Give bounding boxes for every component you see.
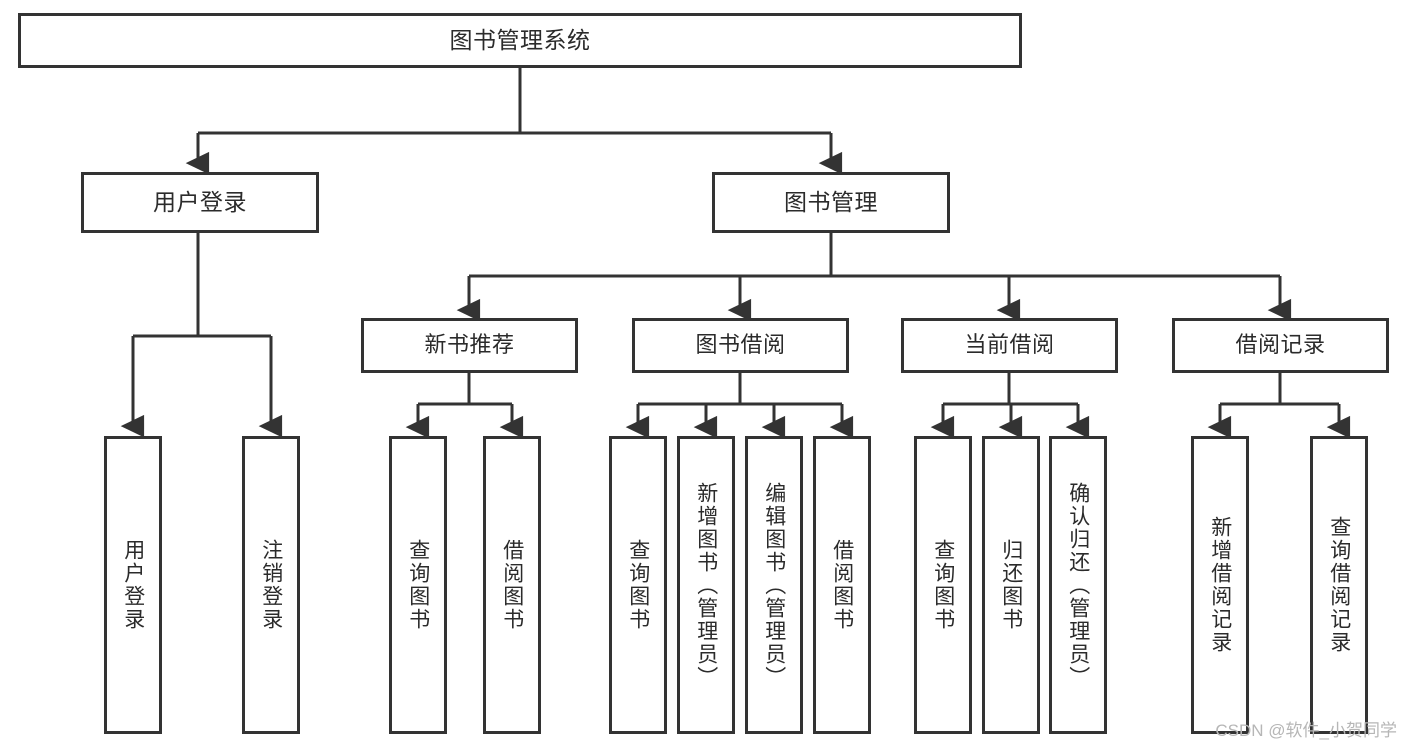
watermark-text: CSDN @软件_小贺同学 [1215,721,1397,740]
node-label: 用户登录 [121,539,145,631]
leaf-borrow-record-query[interactable]: 查询借阅记录 [1310,436,1368,734]
leaf-borrow-record-add[interactable]: 新增借阅记录 [1191,436,1249,734]
leaf-current-borrow-return[interactable]: 归还图书 [982,436,1040,734]
leaf-user-login-login[interactable]: 用户登录 [104,436,162,734]
node-user-login[interactable]: 用户登录 [81,172,319,233]
leaf-current-borrow-confirm-admin[interactable]: 确认归还（管理员） [1049,436,1107,734]
node-label: 确认归还（管理员） [1066,481,1090,689]
node-label: 图书管理 [784,188,878,215]
node-root-system[interactable]: 图书管理系统 [18,13,1022,68]
node-label: 查询图书 [931,539,955,631]
node-book-borrow[interactable]: 图书借阅 [632,318,849,373]
node-book-management[interactable]: 图书管理 [712,172,950,233]
leaf-book-borrow-borrow[interactable]: 借阅图书 [813,436,871,734]
leaf-book-borrow-edit-admin[interactable]: 编辑图书（管理员） [745,436,803,734]
leaf-book-borrow-add-admin[interactable]: 新增图书（管理员） [677,436,735,734]
node-label: 查询图书 [406,539,430,631]
node-current-borrow[interactable]: 当前借阅 [901,318,1118,373]
node-new-book-recommend[interactable]: 新书推荐 [361,318,578,373]
node-label: 图书管理系统 [449,26,591,53]
node-label: 用户登录 [153,188,247,215]
leaf-book-borrow-query[interactable]: 查询图书 [609,436,667,734]
leaf-user-login-logout[interactable]: 注销登录 [242,436,300,734]
node-label: 查询图书 [626,539,650,631]
node-label: 借阅图书 [830,539,854,631]
leaf-current-borrow-query[interactable]: 查询图书 [914,436,972,734]
node-label: 查询借阅记录 [1327,516,1351,654]
leaf-new-book-borrow[interactable]: 借阅图书 [483,436,541,734]
node-label: 图书借阅 [695,332,786,358]
node-label: 借阅图书 [500,539,524,631]
node-label: 注销登录 [259,539,283,631]
node-label: 归还图书 [999,539,1023,631]
leaf-new-book-query[interactable]: 查询图书 [389,436,447,734]
node-label: 借阅记录 [1235,332,1326,358]
node-label: 新书推荐 [424,332,515,358]
node-label: 编辑图书（管理员） [762,481,786,689]
node-label: 当前借阅 [964,332,1055,358]
node-label: 新增借阅记录 [1208,516,1232,654]
node-label: 新增图书（管理员） [694,481,718,689]
node-borrow-record[interactable]: 借阅记录 [1172,318,1389,373]
